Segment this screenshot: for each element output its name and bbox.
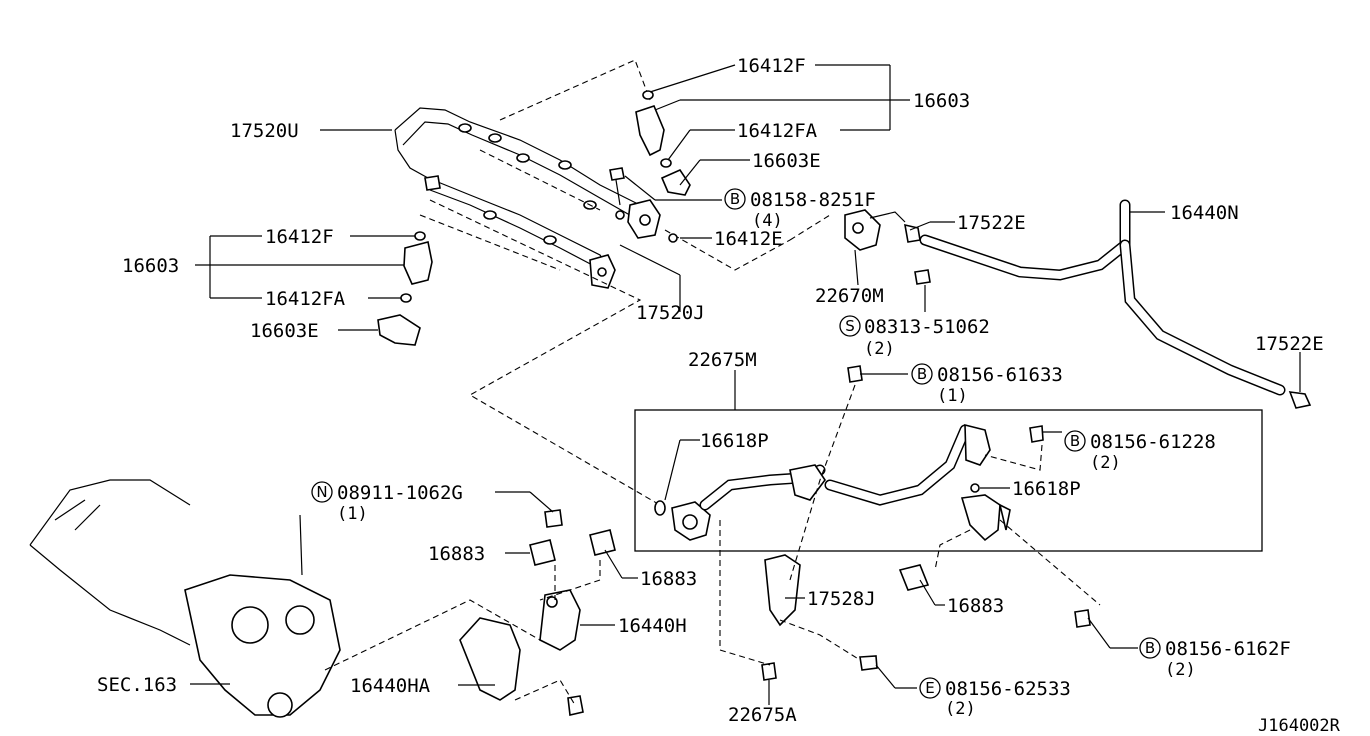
label-17528J[interactable]: 17528J xyxy=(807,588,876,610)
label-16603E-top[interactable]: 16603E xyxy=(752,150,821,172)
pressure-regulator-22670M[interactable] xyxy=(844,209,931,285)
bracket-16440H[interactable] xyxy=(539,589,581,651)
assembly-box-22675M xyxy=(634,409,1263,552)
label-sec163[interactable]: SEC.163 xyxy=(97,674,177,696)
injector-left[interactable] xyxy=(377,231,433,346)
bolt-22675A[interactable] xyxy=(761,662,777,681)
throttle-body-sec163[interactable] xyxy=(29,479,341,718)
label-16440HA[interactable]: 16440HA xyxy=(350,675,431,697)
qty-08156-6162F: (2) xyxy=(1165,660,1196,680)
bolt-08158[interactable] xyxy=(609,167,678,243)
label-17522E-right[interactable]: 17522E xyxy=(1255,333,1324,355)
bracket-16440HA[interactable] xyxy=(459,617,584,716)
label-08156-6162F[interactable]: 08156-6162F xyxy=(1165,638,1291,660)
marker-b-08156-61633: B xyxy=(911,363,933,385)
qty-08156-61228: (2) xyxy=(1090,453,1121,473)
bolt-08156-6162F[interactable] xyxy=(1074,609,1091,628)
label-08156-62533[interactable]: 08156-62533 xyxy=(945,678,1071,700)
qty-08156-62533: (2) xyxy=(945,699,976,719)
bracket-16618P[interactable] xyxy=(960,494,1011,542)
clamp-16883-mid[interactable] xyxy=(589,529,616,556)
fuel-hose-16440N[interactable] xyxy=(919,199,1312,409)
injector-top[interactable] xyxy=(635,90,691,196)
label-16440H[interactable]: 16440H xyxy=(618,615,687,637)
bracket-17528J[interactable] xyxy=(764,554,801,627)
label-16440N[interactable]: 16440N xyxy=(1170,202,1239,224)
label-16603-left[interactable]: 16603 xyxy=(122,255,179,277)
diagram-reference: J164002R xyxy=(1258,716,1341,736)
label-16883-mid[interactable]: 16883 xyxy=(640,568,697,590)
qty-08313: (2) xyxy=(864,339,895,359)
label-16618P-left[interactable]: 16618P xyxy=(700,430,769,452)
hose-assembly-22675M[interactable] xyxy=(654,423,991,541)
label-16412FA-top[interactable]: 16412FA xyxy=(737,120,818,142)
marker-n-08911: N xyxy=(311,481,333,503)
qty-08158: (4) xyxy=(752,211,783,231)
bolt-08156-61228[interactable] xyxy=(1029,425,1044,443)
marker-letter: B xyxy=(917,365,927,383)
label-08911-1062G[interactable]: 08911-1062G xyxy=(337,482,463,504)
marker-b-08158: B xyxy=(724,188,746,210)
marker-letter: B xyxy=(730,190,740,208)
marker-e-08156-62533: E xyxy=(919,677,941,699)
label-08156-61633[interactable]: 08156-61633 xyxy=(937,364,1063,386)
label-22675M[interactable]: 22675M xyxy=(688,349,757,371)
label-17522E-top[interactable]: 17522E xyxy=(957,212,1026,234)
marker-s-08313: S xyxy=(839,315,861,337)
label-16603E-left[interactable]: 16603E xyxy=(250,320,319,342)
marker-letter: N xyxy=(316,483,327,501)
marker-letter: E xyxy=(925,679,934,697)
label-08158-8251F[interactable]: 08158-8251F xyxy=(750,189,876,211)
label-17520J[interactable]: 17520J xyxy=(636,302,705,324)
label-16412FA-left[interactable]: 16412FA xyxy=(265,288,346,310)
bolt-08156-62533[interactable] xyxy=(859,655,878,671)
clamp-16883-left[interactable] xyxy=(529,509,563,566)
label-16412E[interactable]: 16412E xyxy=(714,228,783,250)
leader-lines xyxy=(190,64,1301,705)
label-16603-top[interactable]: 16603 xyxy=(913,90,970,112)
fuel-rail-17520U[interactable] xyxy=(394,107,661,289)
qty-08156-61633: (1) xyxy=(937,386,968,406)
marker-letter: S xyxy=(845,317,855,335)
label-16412F-left[interactable]: 16412F xyxy=(265,226,334,248)
label-16883-right[interactable]: 16883 xyxy=(947,595,1004,617)
qty-08911: (1) xyxy=(337,504,368,524)
marker-b-08156-61228: B xyxy=(1064,430,1086,452)
label-22675A[interactable]: 22675A xyxy=(728,704,797,726)
marker-b-08156-6162F: B xyxy=(1139,637,1161,659)
bolt-08156-61633[interactable] xyxy=(847,365,863,383)
marker-letter: B xyxy=(1070,432,1080,450)
label-17520U[interactable]: 17520U xyxy=(230,120,299,142)
label-08313-51062[interactable]: 08313-51062 xyxy=(864,316,990,338)
clamp-16883-right[interactable] xyxy=(898,564,930,591)
label-22670M[interactable]: 22670M xyxy=(815,285,884,307)
label-16883-left[interactable]: 16883 xyxy=(428,543,485,565)
marker-letter: B xyxy=(1145,639,1155,657)
label-16618P-right[interactable]: 16618P xyxy=(1012,478,1081,500)
label-16412F-top[interactable]: 16412F xyxy=(737,55,806,77)
label-08156-61228[interactable]: 08156-61228 xyxy=(1090,431,1216,453)
